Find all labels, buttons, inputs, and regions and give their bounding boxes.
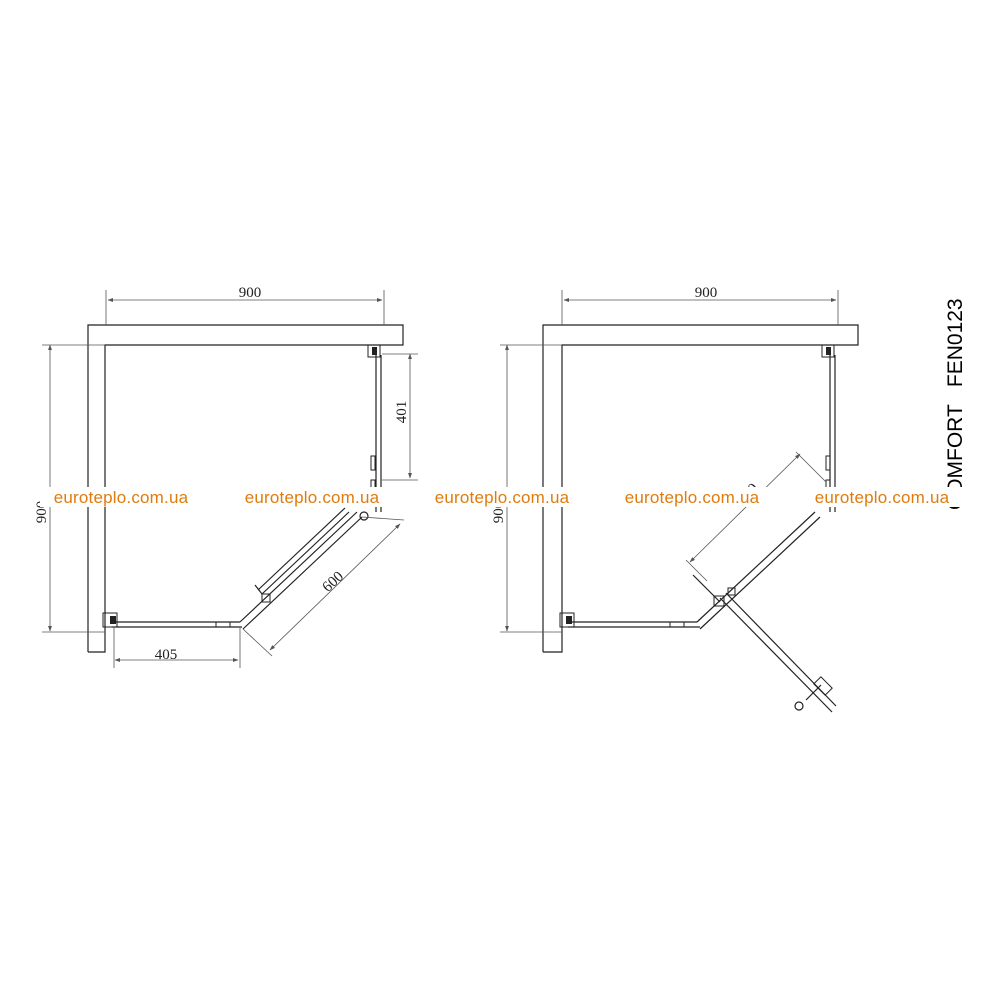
dim-width-label: 900 (239, 285, 262, 301)
watermark-5: euroteplo.com.ua (801, 487, 963, 507)
watermark-text: euroteplo.com.ua (435, 488, 570, 507)
door-closed (239, 507, 369, 630)
front-panel-bottom-open (559, 612, 700, 628)
dim-side-panel-label: 401 (394, 401, 410, 424)
watermark-text: euroteplo.com.ua (54, 488, 189, 507)
wall-outline-right (542, 324, 859, 653)
plan-open (542, 324, 859, 713)
watermark-row: euroteplo.com.ua euroteplo.com.ua eurote… (40, 487, 963, 507)
side-panel-right-open (821, 344, 836, 512)
watermark-1: euroteplo.com.ua (40, 487, 202, 507)
dimension-labels-closed: 900 900 401 405 600 (34, 285, 410, 663)
watermark-text: euroteplo.com.ua (815, 488, 950, 507)
dim-front-panel-label: 405 (155, 647, 178, 663)
dim-door-label: 600 (320, 569, 347, 596)
front-panel-bottom (102, 612, 242, 628)
door-open (692, 511, 837, 713)
dim-width-label-open: 900 (695, 285, 718, 301)
side-panel-right (367, 344, 382, 512)
watermark-text: euroteplo.com.ua (625, 488, 760, 507)
model-title: COMFORT FEN0123 (944, 298, 967, 510)
watermark-text: euroteplo.com.ua (245, 488, 380, 507)
dimensions-closed (42, 290, 418, 668)
watermark-3: euroteplo.com.ua (421, 487, 583, 507)
watermark-2: euroteplo.com.ua (231, 487, 393, 507)
dimensions-open (500, 290, 839, 633)
watermark-4: euroteplo.com.ua (611, 487, 773, 507)
wall-outline-left (87, 324, 404, 653)
